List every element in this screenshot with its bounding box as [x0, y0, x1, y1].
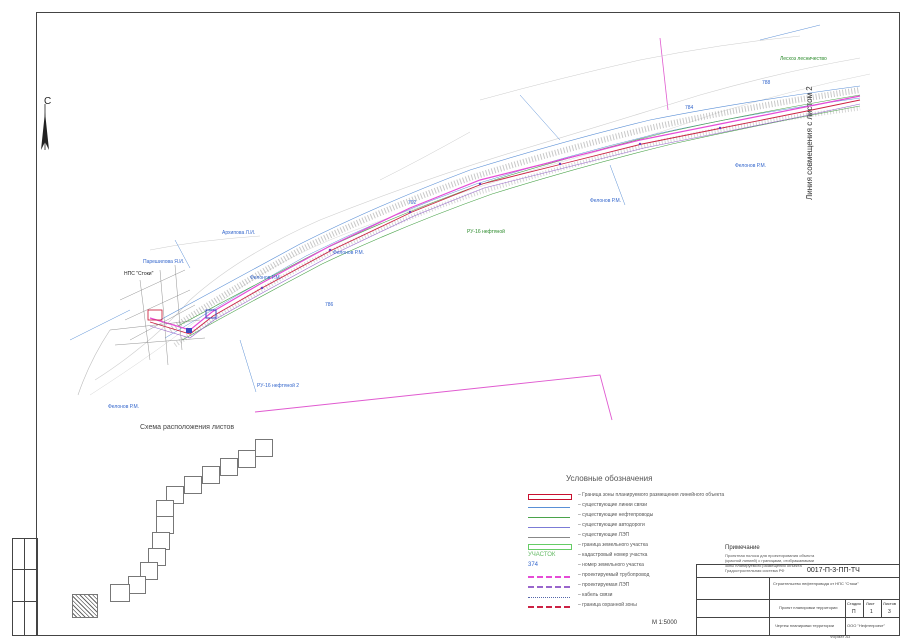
sheet-scheme: [70, 436, 280, 626]
legend-text: – номер земельного участка: [578, 562, 644, 568]
left-stamp-divider: [13, 601, 37, 602]
tb-sheets-label: Листов: [883, 601, 896, 606]
lot-number: 792: [408, 200, 417, 206]
legend-sample: [528, 507, 570, 508]
notes-line: Градостроительная система РФ: [725, 568, 785, 573]
map-label: Фелонов Р.М.: [108, 404, 140, 410]
tb-stage-label: Стадия: [847, 601, 861, 606]
notes-line: (красной линией) с границами, отображаем…: [725, 558, 815, 563]
legend-title: Условные обозначения: [566, 474, 653, 483]
scheme-cell-current: [72, 594, 98, 618]
legend-sample: [528, 606, 570, 608]
legend-sample: [528, 494, 572, 500]
scheme-cell: [255, 439, 273, 457]
map-label: Лесхоз лесничество: [780, 56, 827, 62]
legend-sample: [528, 517, 570, 518]
format-label: Формат А3: [830, 634, 851, 639]
legend-text: – граница земельного участка: [578, 542, 648, 548]
tb-divider: [881, 599, 882, 617]
scheme-cell: [184, 476, 202, 494]
map-label: РУ-16 нефтяной 2: [257, 383, 300, 389]
legend-text: – кадастровый номер участка: [578, 552, 648, 558]
map-label: Фелонов Р.М.: [250, 275, 282, 281]
scale-label: М 1:5000: [652, 620, 678, 626]
map-label: Парешилова Я.И.: [143, 259, 185, 265]
legend-text: – существующие ЛЭП: [578, 532, 630, 538]
legend-sample: [528, 537, 570, 538]
left-stamp: [12, 538, 38, 636]
legend-sample: [528, 597, 570, 598]
tb-divider: [863, 599, 864, 617]
tb-sheet: 1: [870, 609, 873, 615]
map-label: Архипова Л.И.: [222, 230, 256, 236]
tb-divider: [697, 617, 899, 618]
tb-divider: [845, 599, 846, 635]
legend-sample: [528, 586, 570, 588]
scheme-title: Схема расположения листов: [140, 424, 235, 431]
notes-line: Проектная полоса для проектирования объе…: [725, 553, 815, 558]
north-label: С: [44, 96, 52, 107]
title-block: 0017-П-3-ПП-ТЧ Строительство нефтепровод…: [696, 564, 900, 636]
legend-text: – существующие автодороги: [578, 522, 645, 528]
notes-title: Примечание: [725, 545, 760, 551]
legend-sample: УЧАСТОК: [528, 552, 556, 558]
tb-sheet-label: Лист: [866, 601, 875, 606]
map-label: НПС "Стоки": [124, 271, 154, 277]
legend-text: – проектируемый трубопровод: [578, 572, 650, 578]
legend-text: – проектируемая ЛЭП: [578, 582, 630, 588]
scheme-cell: [110, 584, 130, 602]
legend-sample: [528, 576, 570, 578]
tb-divider: [697, 599, 899, 600]
left-stamp-divider: [24, 539, 25, 635]
map-label: РУ-16 нефтяной: [467, 229, 505, 235]
tb-divider: [769, 577, 770, 635]
notes-line: зоны планируемого размещения объекта: [725, 563, 802, 568]
tb-stage: П: [852, 609, 856, 615]
sheet-frame: [36, 12, 900, 636]
legend-sample: [528, 544, 572, 550]
map-label: Фелонов Р.М.: [333, 250, 365, 256]
tb-sheets: 3: [888, 609, 891, 615]
legend-text: – существующие линии связи: [578, 502, 648, 508]
scheme-cell: [140, 562, 158, 580]
tb-sheet-sub: Чертеж планировки территории: [775, 623, 835, 628]
tb-sheet-name: Проект планировки территории: [779, 605, 838, 610]
legend-text: – кабель связи: [578, 592, 613, 598]
tb-company: ООО "Нефтепроект": [847, 623, 886, 628]
lot-number: 786: [325, 302, 334, 308]
scheme-cell: [166, 486, 184, 504]
left-stamp-divider: [13, 569, 37, 570]
scheme-cell: [128, 576, 146, 594]
legend-sample: 374: [528, 562, 539, 568]
legend-text: – Граница зоны планируемого размещения л…: [578, 492, 725, 498]
lot-number: 784: [685, 105, 694, 111]
scheme-cell: [220, 458, 238, 476]
edge-label: Линия совмещения с листом 2: [805, 86, 814, 200]
map-label: Фелонов Р.М.: [735, 163, 767, 169]
scheme-cell: [202, 466, 220, 484]
lot-number: 788: [762, 80, 771, 86]
map-label: Фелонов Р.М.: [590, 198, 622, 204]
tb-divider: [697, 577, 899, 578]
scheme-cell: [238, 450, 256, 468]
legend-sample: [528, 527, 570, 528]
legend-text: – существующие нефтепроводы: [578, 512, 654, 518]
legend-text: – граница охранной зоны: [578, 602, 637, 608]
tb-code: 0017-П-3-ПП-ТЧ: [807, 567, 860, 574]
tb-object: Строительство нефтепровода от НПС "Стоки…: [773, 581, 859, 586]
